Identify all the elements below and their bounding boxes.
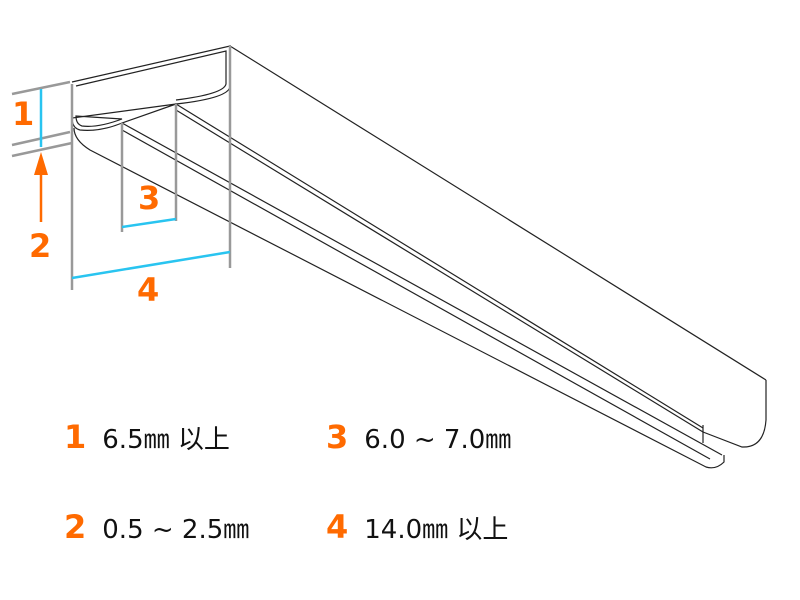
legend-text: 6.0 ~ 7.0㎜	[364, 424, 512, 455]
legend-item-1: 1 6.5㎜ 以上	[64, 418, 230, 456]
arrow-up-icon	[34, 152, 48, 222]
legend-text: 14.0㎜ 以上	[364, 514, 509, 545]
legend-item-4: 4 14.0㎜ 以上	[326, 508, 508, 546]
label-1: 1	[12, 95, 35, 133]
rail-outline	[71, 45, 767, 469]
label-2: 2	[29, 227, 52, 265]
legend-key: 4	[326, 508, 349, 546]
legend-key: 2	[64, 508, 87, 546]
label-3: 3	[138, 179, 161, 217]
dimension-lines	[39, 89, 231, 280]
legend-item-3: 3 6.0 ~ 7.0㎜	[326, 418, 511, 456]
legend-key: 1	[64, 418, 87, 456]
legend-text: 6.5㎜ 以上	[102, 424, 230, 455]
legend-key: 3	[326, 418, 349, 456]
legend-item-2: 2 0.5 ~ 2.5㎜	[64, 508, 249, 546]
legend-text: 0.5 ~ 2.5㎜	[102, 514, 250, 545]
label-4: 4	[137, 271, 160, 309]
